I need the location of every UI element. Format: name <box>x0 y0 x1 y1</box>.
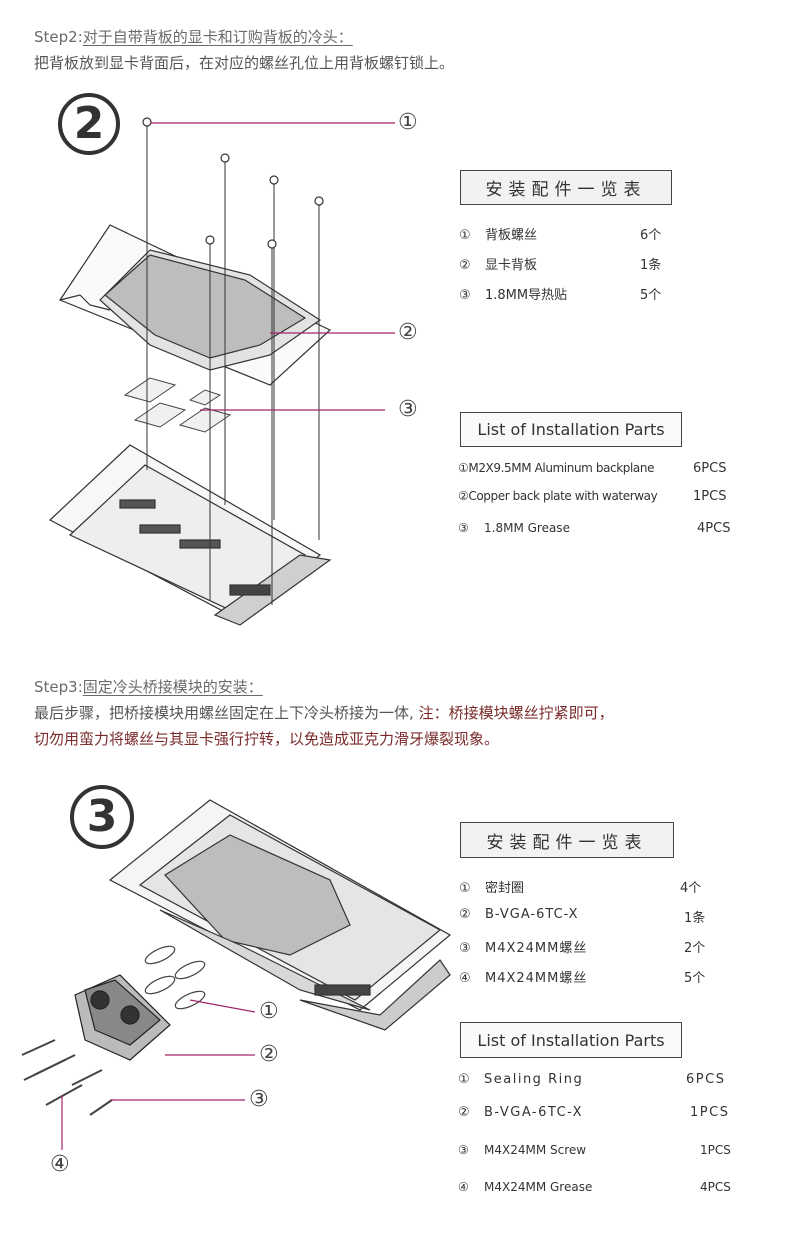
step2-cn-qty-3: 5个 <box>640 288 662 303</box>
step2-en-qty-3: 4PCS <box>697 521 731 536</box>
step3-title: 固定冷头桥接模块的安装： <box>82 678 263 696</box>
step3-callout-2: ② <box>259 1042 279 1067</box>
step3-note: 注：桥接模块螺丝拧紧即可， <box>418 704 614 722</box>
step2-heading: Step2:对于自带背板的显卡和订购背板的冷头： <box>34 26 353 47</box>
step2-callout-3: ③ <box>398 397 418 422</box>
step2-badge-circle <box>58 93 120 155</box>
step2-callout-1: ① <box>398 110 418 135</box>
step2-cn-qty-2: 1条 <box>640 258 662 273</box>
step3-heading: Step3:固定冷头桥接模块的安装： <box>34 676 263 697</box>
step3-callout-1: ① <box>259 999 279 1024</box>
step3-cn-header: 安装配件一览表 <box>460 822 674 858</box>
step2-title: 对于自带背板的显卡和订购背板的冷头： <box>82 28 353 46</box>
step3-cn-qty-1: 4个 <box>680 881 702 896</box>
step2-cn-qty-1: 6个 <box>640 228 662 243</box>
thermal-pads <box>123 377 232 433</box>
step3-en-qty-2: 1PCS <box>690 1105 730 1120</box>
step2-cn-header: 安装配件一览表 <box>460 170 672 205</box>
screws <box>146 125 320 605</box>
step2-description: 把背板放到显卡背面后，在对应的螺丝孔位上用背板螺钉锁上。 <box>34 54 455 72</box>
step3-warning: 切勿用蛮力将螺丝与其显卡强行拧转，以免造成亚克力滑牙爆裂现象。 <box>34 730 500 748</box>
step2-badge-number: 2 <box>73 98 105 149</box>
step2-en-item-2: ②Copper back plate with waterway <box>458 489 658 503</box>
step3-description: 最后步骤，把桥接模块用螺丝固定在上下冷头桥接为一体, 注：桥接模块螺丝拧紧即可， <box>34 704 614 722</box>
step2-callout-lines <box>150 122 395 411</box>
step3-en-qty-3: 1PCS <box>700 1143 731 1157</box>
step2-en-qty-1: 6PCS <box>693 461 727 476</box>
step3-en-qty-1: 6PCS <box>686 1072 726 1087</box>
step3-callout-3: ③ <box>249 1087 269 1112</box>
step3-label: Step3: <box>34 678 83 696</box>
step3-cn-qty-3: 2个 <box>684 941 706 956</box>
step3-en-qty-4: 4PCS <box>700 1180 731 1194</box>
step3-badge-number: 3 <box>86 791 118 842</box>
graphics-card <box>48 444 332 626</box>
step2-en-qty-2: 1PCS <box>693 489 727 504</box>
step2-en-header: List of Installation Parts <box>460 412 682 447</box>
step2-label: Step2: <box>34 28 83 46</box>
step2-callout-2: ② <box>398 320 418 345</box>
step3-callout-4: ④ <box>50 1152 70 1177</box>
backplate <box>59 224 332 386</box>
step2-en-item-1: ①M2X9.5MM Aluminum backplane <box>458 461 655 475</box>
step3-cn-qty-2: 1条 <box>684 911 706 926</box>
step3-en-header: List of Installation Parts <box>460 1022 682 1058</box>
step3-cn-qty-4: 5个 <box>684 971 706 986</box>
